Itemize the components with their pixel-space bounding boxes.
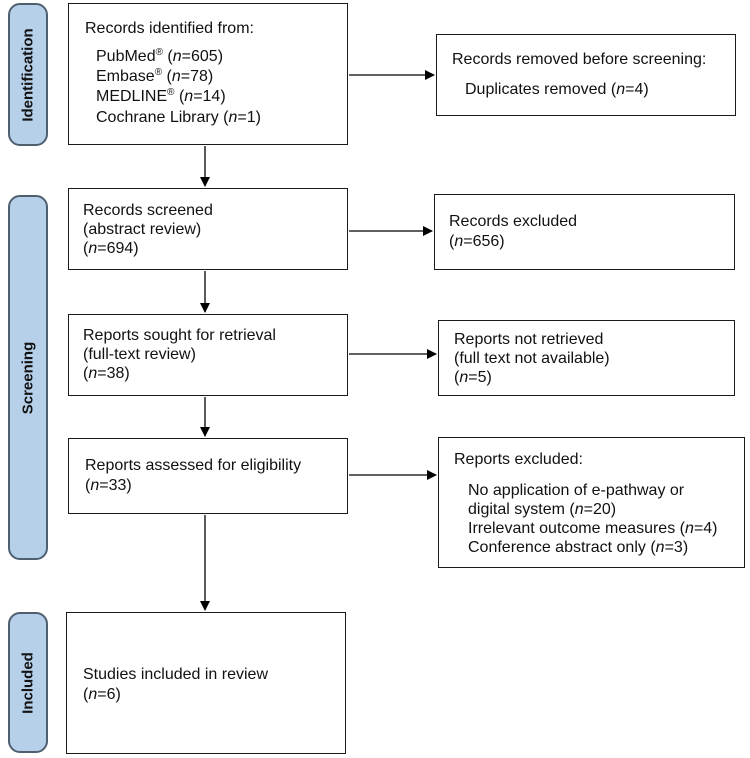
studies-included-label: Studies included in review	[83, 666, 268, 683]
reason-no-epathway-cont: digital system (n=20)	[468, 501, 617, 518]
source-cochrane: Cochrane Library (n=1)	[96, 109, 261, 126]
source-pubmed: PubMed® (n=605)	[96, 47, 224, 66]
records-identified-box: Records identified from: PubMed® (n=605)…	[68, 3, 348, 145]
records-excluded-label: Records excluded	[449, 213, 578, 230]
records-excluded-box: Records excluded (n=656)	[434, 194, 735, 270]
reason-conference-abstract: Conference abstract only (n=3)	[468, 539, 689, 556]
reports-sought-box: Reports sought for retrieval (full-text …	[68, 314, 348, 396]
duplicates-removed: Duplicates removed (n=4)	[465, 81, 649, 98]
reports-not-retrieved-sublabel: (full text not available)	[454, 350, 610, 367]
reports-sought-count: (n=38)	[83, 365, 130, 382]
records-identified-heading: Records identified from:	[85, 20, 254, 37]
reports-excluded-heading: Reports excluded:	[454, 451, 583, 468]
reports-assessed-box: Reports assessed for eligibility (n=33)	[68, 438, 348, 514]
records-screened-sublabel: (abstract review)	[83, 221, 202, 238]
studies-included-count: (n=6)	[83, 686, 121, 703]
records-excluded-count: (n=656)	[449, 233, 505, 250]
reports-not-retrieved-box: Reports not retrieved (full text not ava…	[438, 320, 735, 396]
phase-label-identification: Identification	[19, 27, 37, 122]
reports-assessed-count: (n=33)	[85, 477, 132, 494]
reports-sought-label: Reports sought for retrieval	[83, 327, 276, 344]
phase-label-screening: Screening	[19, 341, 37, 414]
records-screened-count: (n=694)	[83, 240, 139, 257]
reason-no-epathway: No application of e-pathway or	[468, 482, 685, 499]
source-medline: MEDLINE® (n=14)	[96, 87, 226, 106]
studies-included-box: Studies included in review (n=6)	[66, 612, 346, 754]
source-embase: Embase® (n=78)	[96, 67, 214, 86]
records-screened-box: Records screened (abstract review) (n=69…	[68, 188, 348, 270]
reports-not-retrieved-count: (n=5)	[454, 369, 492, 386]
reports-excluded-box: Reports excluded: No application of e-pa…	[438, 437, 745, 568]
records-screened-label: Records screened	[83, 202, 213, 219]
phase-label-included: Included	[19, 651, 37, 714]
reports-assessed-label: Reports assessed for eligibility	[85, 457, 302, 474]
reports-not-retrieved-label: Reports not retrieved	[454, 331, 604, 348]
removed-before-screening-heading: Records removed before screening:	[452, 51, 707, 68]
phase-identification: Identification	[8, 3, 48, 146]
removed-before-screening-box: Records removed before screening: Duplic…	[436, 34, 736, 116]
phase-included: Included	[8, 612, 48, 753]
phase-screening: Screening	[8, 195, 48, 560]
reports-sought-sublabel: (full-text review)	[83, 346, 196, 363]
reason-irrelevant-outcomes: Irrelevant outcome measures (n=4)	[468, 520, 718, 537]
